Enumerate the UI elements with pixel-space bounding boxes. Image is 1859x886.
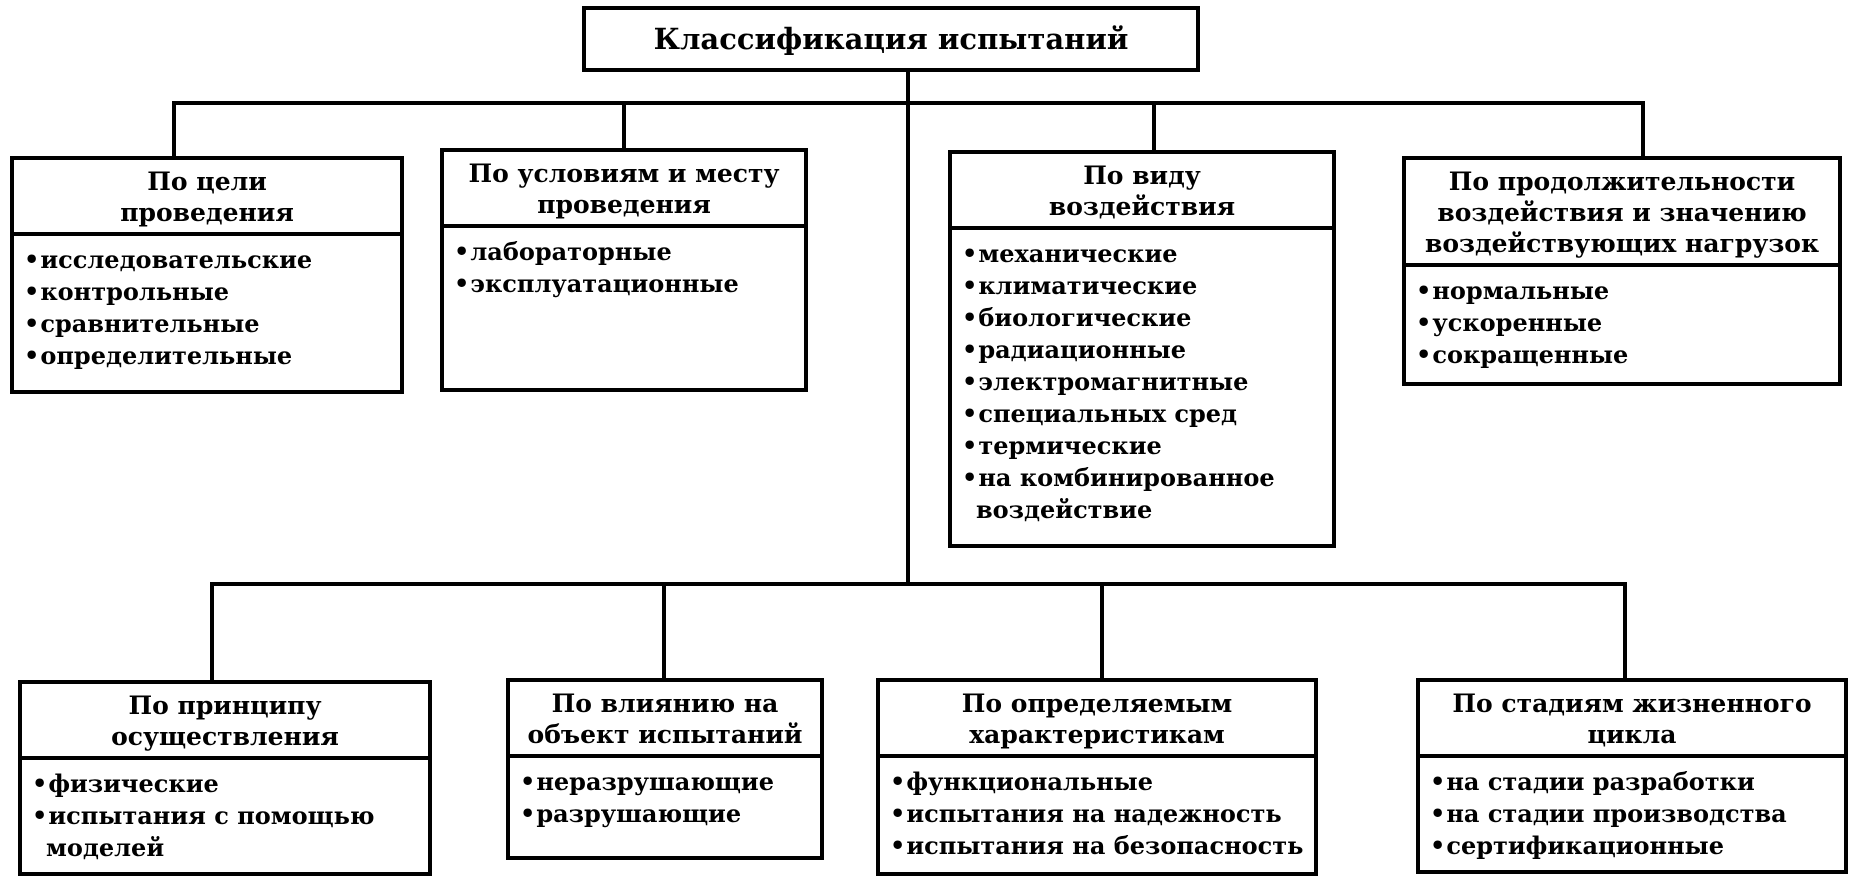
node-header: По принципу осуществления [22,684,428,760]
list-item: •нормальные [1416,276,1610,305]
list-item: •неразрушающие [520,767,774,796]
list-item: •сравнительные [24,309,260,338]
list-item: •контрольные [24,277,230,306]
node-by-purpose: По цели проведения •исследовательские •к… [10,156,404,394]
list-item: •исследовательские [24,245,313,274]
node-by-conditions: По условиям и месту проведения •лаборато… [440,148,808,392]
list-item: •электромагнитные [962,367,1249,396]
root-node: Классификация испытаний [582,6,1200,72]
list-item: •определительные [24,341,293,370]
list-item: •на стадии производства [1430,799,1787,828]
list-item: •ускоренные [1416,308,1603,337]
node-header: По цели проведения [14,160,400,236]
root-title: Классификация испытаний [653,22,1129,56]
node-header: По влиянию на объект испытаний [510,682,820,758]
list-item: •функциональные [890,767,1154,796]
list-item: •испытания на надежность [890,799,1282,828]
list-item: •специальных сред [962,399,1238,428]
list-item: •испытания с помощью моделей [32,801,375,862]
list-item: •лабораторные [454,237,672,266]
list-item: •испытания на безопасность [890,831,1304,860]
node-by-influence: По влиянию на объект испытаний •неразруш… [506,678,824,860]
node-list: •функциональные •испытания на надежность… [880,758,1314,862]
list-item: •сокращенные [1416,340,1629,369]
node-list: •физические •испытания с помощью моделей [22,760,428,864]
list-item: •сертификационные [1430,831,1725,860]
list-item: •механические [962,239,1178,268]
list-item: •на стадии разработки [1430,767,1755,796]
list-item: •физические [32,769,219,798]
node-by-lifecycle: По стадиям жизненного цикла •на стадии р… [1416,678,1848,874]
node-list: •на стадии разработки •на стадии произво… [1420,758,1844,862]
list-item: •климатические [962,271,1198,300]
node-by-characteristics: По определяемым характеристикам •функцио… [876,678,1318,876]
node-by-principle: По принципу осуществления •физические •и… [18,680,432,876]
list-item: •на комбинированное воздействие [962,463,1275,524]
list-item: •термические [962,431,1162,460]
node-header: По определяемым характеристикам [880,682,1314,758]
node-list: •неразрушающие •разрушающие [510,758,820,830]
node-header: По продолжительности воздействия и значе… [1406,160,1838,267]
node-by-duration: По продолжительности воздействия и значе… [1402,156,1842,386]
node-by-impact-type: По виду воздействия •механические •клима… [948,150,1336,548]
node-list: •нормальные •ускоренные •сокращенные [1406,267,1838,371]
node-list: •исследовательские •контрольные •сравнит… [14,236,400,372]
node-header: По виду воздействия [952,154,1332,230]
list-item: •эксплуатационные [454,269,739,298]
node-list: •лабораторные •эксплуатационные [444,228,804,300]
node-header: По стадиям жизненного цикла [1420,682,1844,758]
list-item: •радиационные [962,335,1187,364]
list-item: •биологические [962,303,1192,332]
node-header: По условиям и месту проведения [444,152,804,228]
node-list: •механические •климатические •биологичес… [952,230,1332,526]
list-item: •разрушающие [520,799,742,828]
